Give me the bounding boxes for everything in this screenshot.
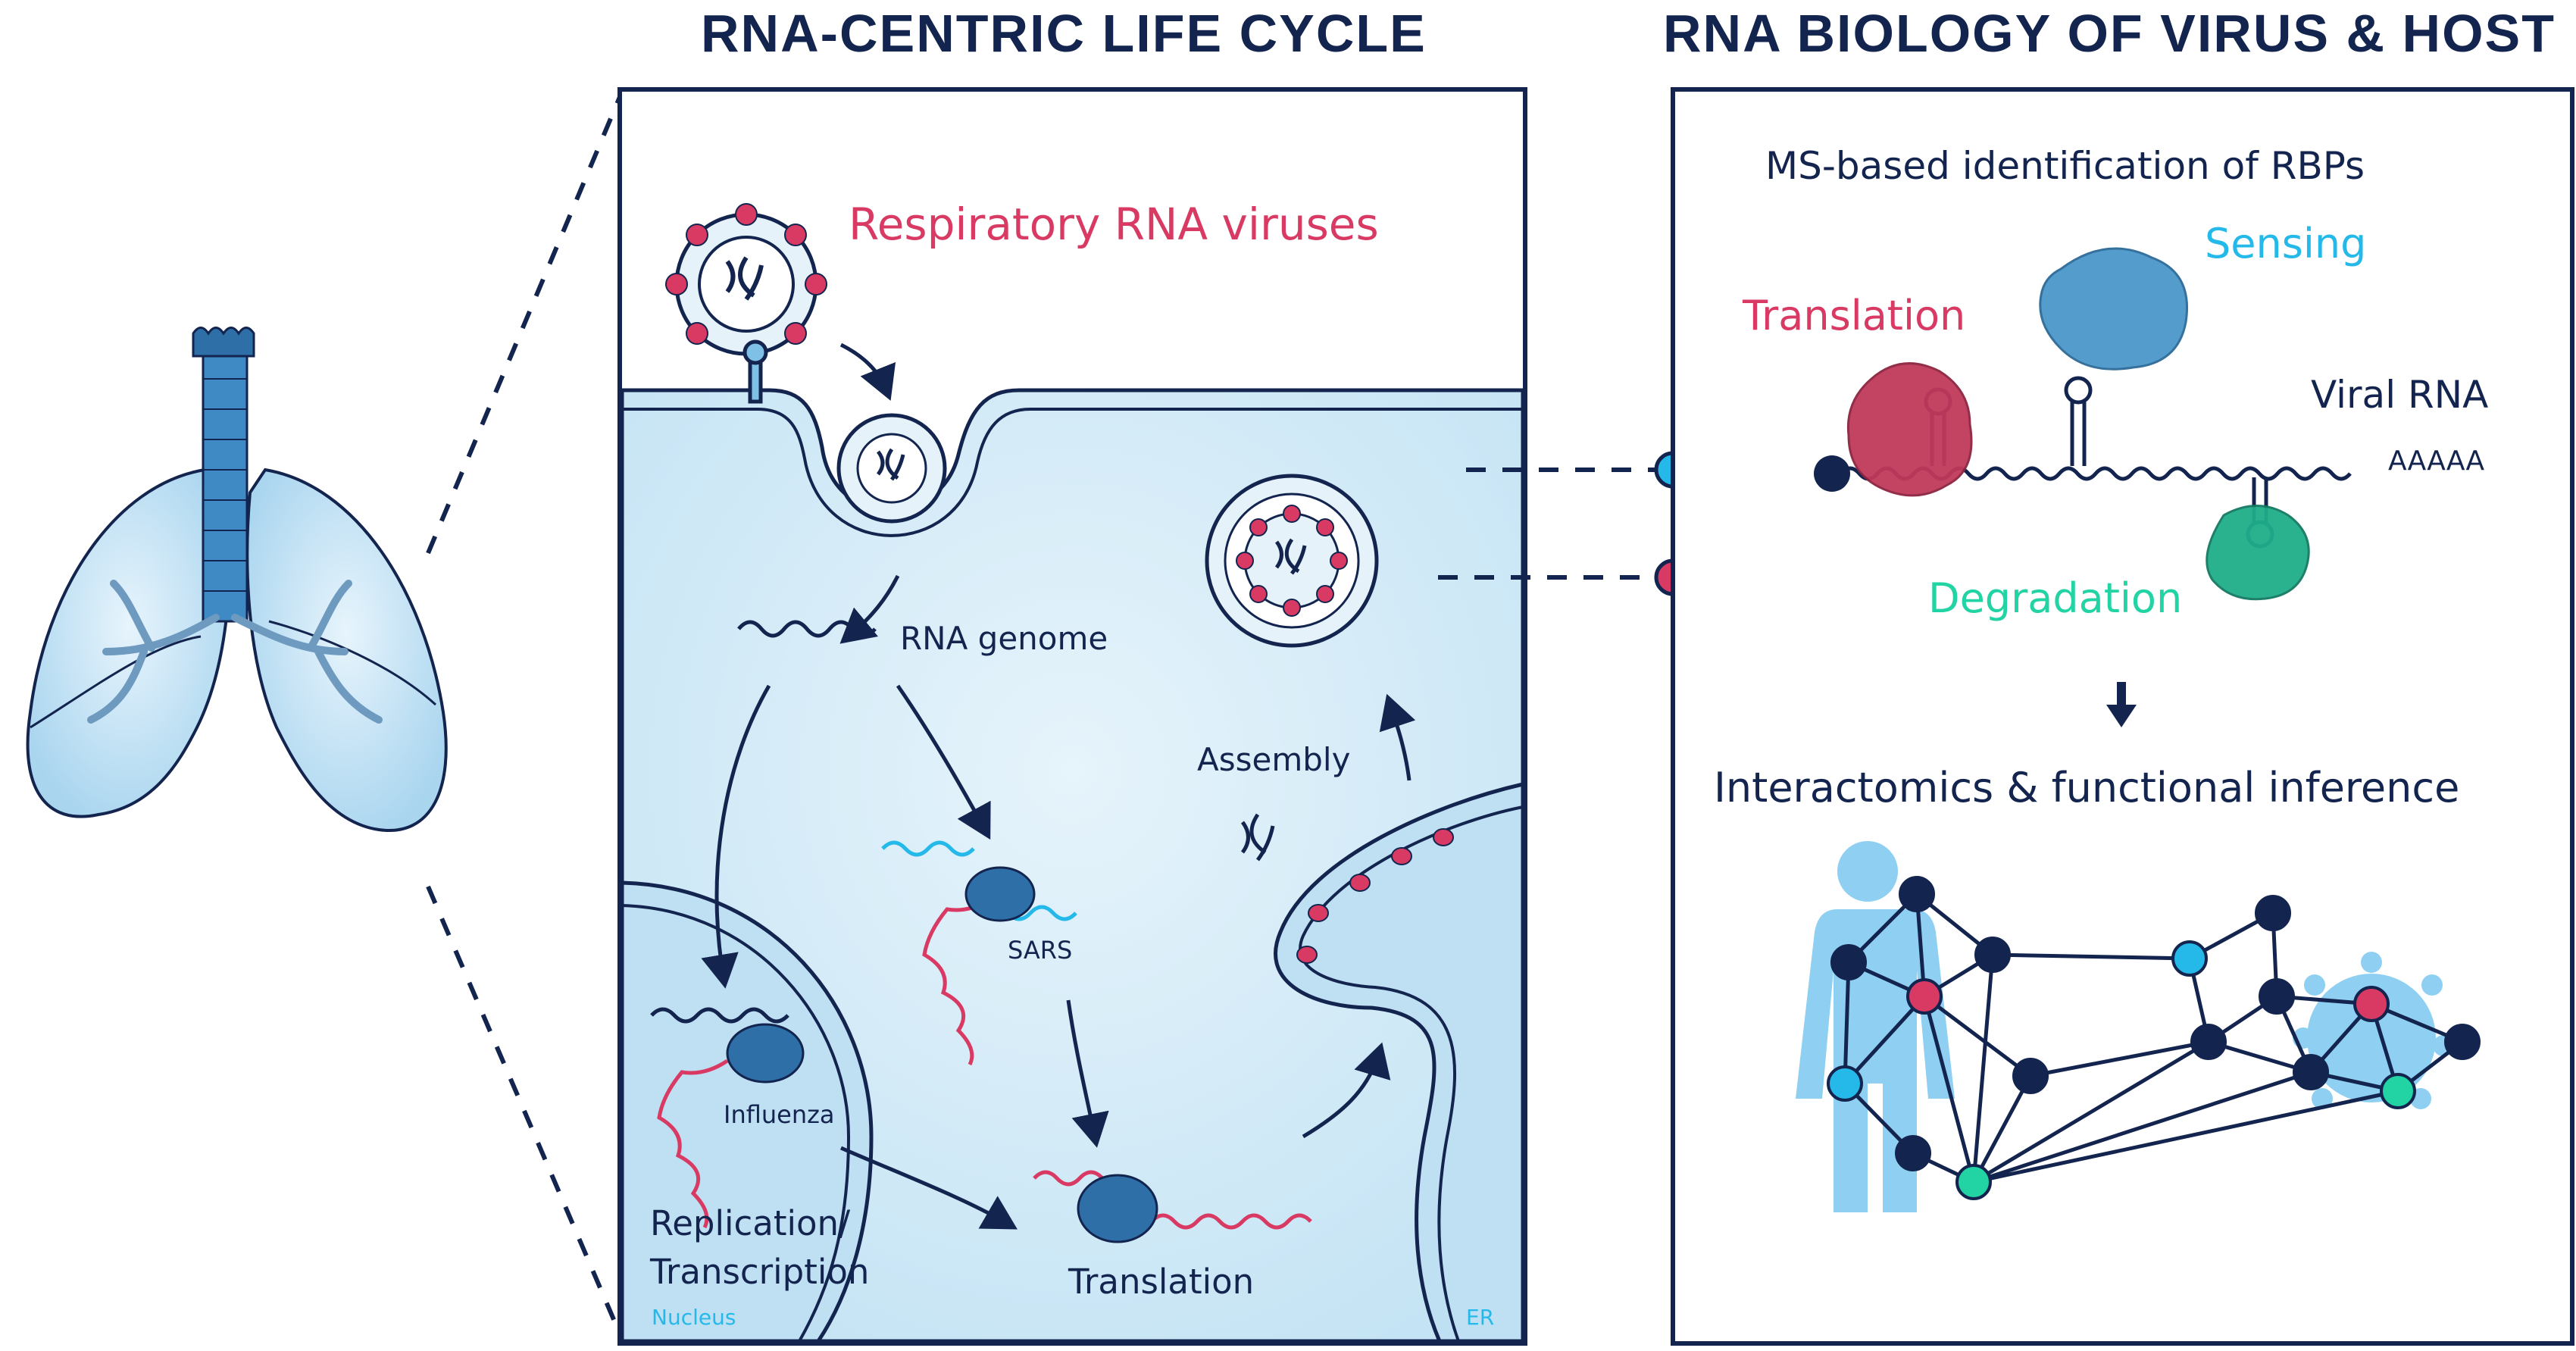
nucleus [620,880,874,1343]
poly-a-label: AAAAA [2388,446,2485,477]
nucleus-label: Nucleus [652,1305,736,1330]
lifecycle-arrows [701,342,1416,1230]
assembly-label: Assembly [1197,741,1351,778]
replication-label-line2: Transcription [650,1252,870,1292]
ms-rbp-heading: MS-based identification of RBPs [1765,144,2365,188]
left-lung [26,468,232,818]
rbp-degradation-label: Degradation [1928,574,2183,622]
translation-protein [1846,362,1973,497]
viruses-label: Respiratory RNA viruses [849,199,1379,250]
lifecycle-title: RNA-CENTRIC LIFE CYCLE [701,4,1427,63]
network-node [1899,876,1935,912]
virus-particle-outside [665,203,827,356]
sensing-protein [2039,247,2188,371]
network-node [2293,1054,2329,1090]
network-node [2444,1024,2481,1060]
network-node [1827,1065,1863,1102]
sars-label: SARS [1008,936,1073,965]
sars-translation [881,840,1077,1066]
network-node [2353,986,2390,1022]
trachea [192,327,255,623]
down-arrow [2106,682,2137,727]
viral-rna-label: Viral RNA [2311,373,2489,417]
network-node [1906,978,1943,1015]
lifecycle-panel [617,87,1527,1346]
rna-biology-panel [1671,87,2574,1346]
network-nodes [1827,876,2481,1200]
network-node [1955,1164,1992,1200]
network-node [1895,1135,1931,1171]
virus-silhouette [2293,952,2454,1109]
influenza-replication [650,1007,805,1229]
network-node [2380,1073,2416,1109]
bronchi [87,580,383,724]
endoplasmic-reticulum [1274,781,1525,1343]
network-node [2171,940,2208,977]
virus-assembled [1205,474,1379,648]
network-node [2012,1058,2049,1094]
assembly-protein [1240,813,1275,862]
replication-label-line1: Replication/ [650,1203,851,1243]
rna-cap [1814,455,1850,492]
er-ribosomes [1296,828,1454,964]
degradation-protein [2206,505,2310,601]
network-node [2255,895,2291,931]
zoom-connectors [426,95,622,1335]
lungs-illustration [26,327,448,833]
network-node [1830,944,1867,980]
translation-ribosome [1033,1170,1312,1243]
rna-biology-title: RNA BIOLOGY OF VIRUS & HOST [1663,4,2556,63]
rbp-translation-label: Translation [1743,292,1966,339]
translation-step-label: Translation [1068,1262,1255,1302]
interactomics-label: Interactomics & functional inference [1714,764,2460,812]
rna-genome-label: RNA genome [900,620,1108,657]
network-node [1974,937,2011,973]
influenza-label: Influenza [724,1100,835,1129]
er-label: ER [1466,1305,1495,1330]
rbp-sensing-label: Sensing [2205,220,2367,267]
receptor [742,339,768,404]
network-node [2190,1024,2227,1060]
network-node [2259,978,2295,1015]
virus-endosome [836,413,947,524]
